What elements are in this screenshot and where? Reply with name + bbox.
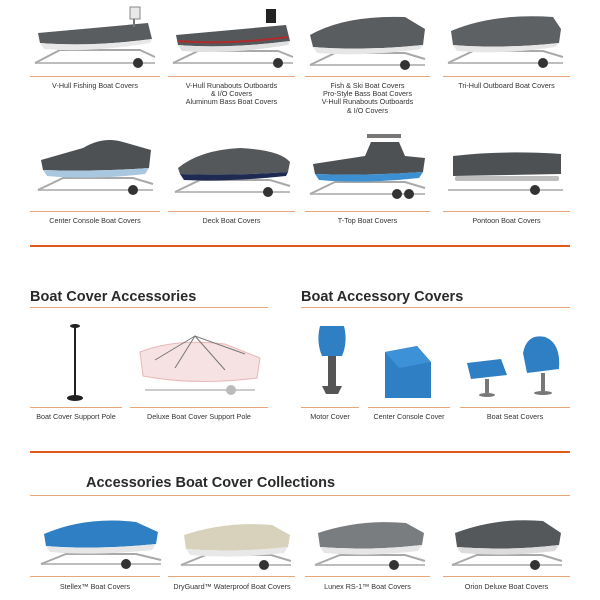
accessory-cover-label: Center Console Cover bbox=[373, 412, 445, 421]
boat-seat-covers-image bbox=[467, 336, 560, 397]
motor-cover-image bbox=[318, 326, 346, 394]
section-divider bbox=[30, 245, 570, 247]
boat-type-label: Fish & Ski Boat Covers Pro-Style Bass Bo… bbox=[321, 81, 414, 115]
boat-type-label: Tri-Hull Outboard Boat Covers bbox=[458, 81, 555, 90]
v-hull-fishing-boat-image bbox=[34, 6, 156, 68]
fish-and-ski-boat-image bbox=[309, 16, 426, 70]
dryguard-boat-cover-image bbox=[180, 524, 292, 570]
boat-type-label: Pontoon Boat Covers bbox=[472, 216, 541, 225]
heading-underline bbox=[30, 495, 570, 496]
heading-underline bbox=[30, 307, 268, 308]
heading-underline bbox=[301, 307, 570, 308]
t-top-boat-image bbox=[309, 134, 426, 199]
collection-label: Lunex RS-1™ Boat Covers bbox=[324, 582, 411, 591]
pontoon-boat-image bbox=[448, 152, 563, 195]
accessory-cover-label: Boat Seat Covers bbox=[486, 412, 544, 421]
boat-type-label: T-Top Boat Covers bbox=[337, 216, 398, 225]
accessory-label: Boat Cover Support Pole bbox=[36, 412, 116, 421]
deck-boat-image bbox=[174, 148, 291, 197]
center-console-boat-image bbox=[37, 140, 154, 195]
deluxe-support-pole-image bbox=[139, 335, 261, 395]
accessories-heading: Boat Cover Accessories bbox=[30, 289, 197, 305]
tri-hull-boat-image bbox=[447, 16, 564, 68]
lunex-boat-cover-image bbox=[314, 522, 426, 570]
orion-boat-cover-image bbox=[451, 520, 563, 570]
collection-label: Stellex™ Boat Covers bbox=[59, 582, 131, 591]
stellex-boat-cover-image bbox=[40, 520, 162, 569]
accessory-cover-label: Motor Cover bbox=[310, 412, 350, 421]
collection-label: DryGuard™ Waterproof Boat Covers bbox=[173, 582, 291, 591]
collection-label: Orion Deluxe Boat Covers bbox=[464, 582, 549, 591]
boat-type-label: Center Console Boat Covers bbox=[49, 216, 141, 225]
boat-type-label: V-Hull Fishing Boat Covers bbox=[52, 81, 138, 90]
boat-type-label: Deck Boat Covers bbox=[202, 216, 261, 225]
collections-heading: Accessories Boat Cover Collections bbox=[86, 475, 336, 491]
accessory-label: Deluxe Boat Cover Support Pole bbox=[147, 412, 251, 421]
section-divider bbox=[30, 451, 570, 453]
boat-type-label: V-Hull Runabouts Outboards & I/O Covers … bbox=[185, 81, 278, 107]
support-pole-image bbox=[67, 324, 83, 401]
accessory-covers-heading: Boat Accessory Covers bbox=[301, 289, 464, 305]
v-hull-runabout-boat-image bbox=[172, 9, 294, 68]
center-console-cover-image bbox=[385, 346, 431, 398]
